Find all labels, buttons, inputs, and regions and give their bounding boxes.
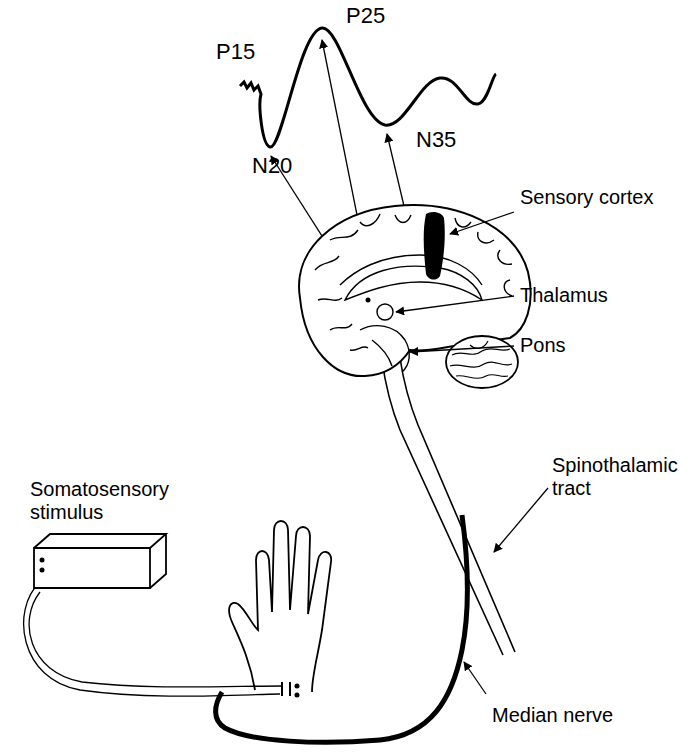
leader-arrow xyxy=(410,346,514,352)
peak-label: N35 xyxy=(416,128,456,151)
part-label: Pons xyxy=(520,334,566,357)
box-shape xyxy=(30,530,200,592)
corpus-callosum xyxy=(345,266,482,300)
peak-label: P15 xyxy=(216,40,255,63)
leader-arrow xyxy=(494,488,548,552)
part-label: Median nerve xyxy=(492,704,613,727)
leader-arrow xyxy=(450,212,514,234)
leader-arrow xyxy=(396,296,514,312)
node-label: Somatosensory stimulus xyxy=(30,478,200,524)
stimulator-box: Somatosensory stimulus xyxy=(30,478,200,592)
peak-label: P25 xyxy=(346,4,385,27)
peak-label: N20 xyxy=(252,154,292,177)
sensory-cortex xyxy=(424,212,445,280)
cerebellum xyxy=(446,336,518,388)
thalamus xyxy=(377,304,393,320)
part-label: Spinothalamic tract xyxy=(552,454,672,500)
stimulus-wire xyxy=(24,582,282,696)
evoked-waveform xyxy=(240,28,496,147)
brainstem xyxy=(360,326,409,372)
spinal-cord xyxy=(382,358,515,655)
part-label: Sensory cortex xyxy=(520,186,653,209)
gyri xyxy=(315,214,512,350)
median-nerve xyxy=(216,515,468,742)
leader-arrow xyxy=(464,662,486,694)
hand xyxy=(229,521,331,692)
part-label: Thalamus xyxy=(520,284,608,307)
